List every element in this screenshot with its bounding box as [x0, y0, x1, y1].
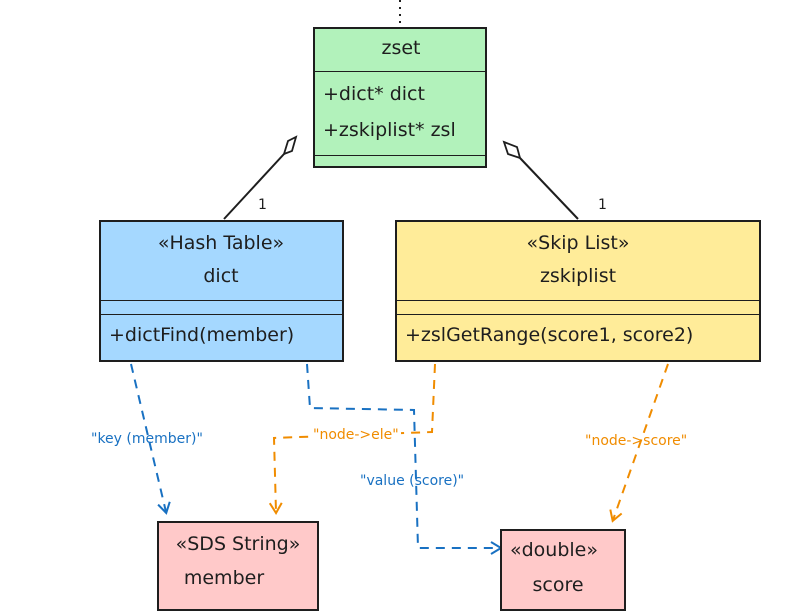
- relation-label-value-score: "value (score)": [360, 473, 465, 489]
- zset-class-name: zset: [381, 37, 421, 59]
- aggregation-diamond-hash-table: [282, 135, 298, 156]
- hash-table-name-divider: [101, 300, 342, 301]
- relation-label-node-ele: "node->ele": [311, 427, 401, 443]
- double-class-box[interactable]: «double» score: [500, 529, 626, 611]
- zset-fields-divider: [315, 155, 485, 156]
- zset-class-box[interactable]: zset +dict* dict +zskiplist* zsl: [313, 27, 487, 168]
- hash-table-class-box[interactable]: «Hash Table» dict +dictFind(member): [99, 220, 344, 362]
- hash-table-class-name: dict: [203, 265, 239, 287]
- relation-arrow-node-score: [609, 363, 669, 523]
- skip-list-class-box[interactable]: «Skip List» zskiplist +zslGetRange(score…: [395, 220, 761, 362]
- zset-name-divider: [315, 71, 485, 72]
- relation-label-key-member: "key (member)": [91, 431, 203, 447]
- sds-string-stereotype: «SDS String»: [175, 533, 301, 555]
- skip-list-stereotype: «Skip List»: [526, 232, 630, 254]
- sds-string-class-name: member: [183, 567, 265, 589]
- zset-field-dict: +dict* dict: [323, 83, 425, 105]
- double-stereotype: «double»: [509, 539, 599, 561]
- skip-list-name-divider: [397, 300, 759, 301]
- sds-string-class-box[interactable]: «SDS String» member: [157, 521, 319, 611]
- aggregation-diamond-skip-list: [502, 140, 522, 160]
- aggregation-line-hash-table: [223, 153, 285, 220]
- relation-arrow-value-score: [306, 363, 503, 555]
- zset-field-zsl: +zskiplist* zsl: [323, 119, 456, 141]
- double-class-name: score: [532, 574, 584, 596]
- multiplicity-hash-table: 1: [258, 197, 267, 213]
- hash-table-stereotype: «Hash Table»: [157, 232, 285, 254]
- multiplicity-skip-list: 1: [598, 197, 607, 213]
- hash-table-fields-divider: [101, 314, 342, 315]
- skip-list-class-name: zskiplist: [539, 265, 617, 287]
- skip-list-method-zslgetrange: +zslGetRange(score1, score2): [405, 324, 694, 346]
- skip-list-fields-divider: [397, 314, 759, 315]
- relation-label-node-score: "node->score": [585, 433, 688, 449]
- aggregation-line-skip-list: [519, 157, 579, 220]
- hash-table-method-dictfind: +dictFind(member): [109, 324, 295, 346]
